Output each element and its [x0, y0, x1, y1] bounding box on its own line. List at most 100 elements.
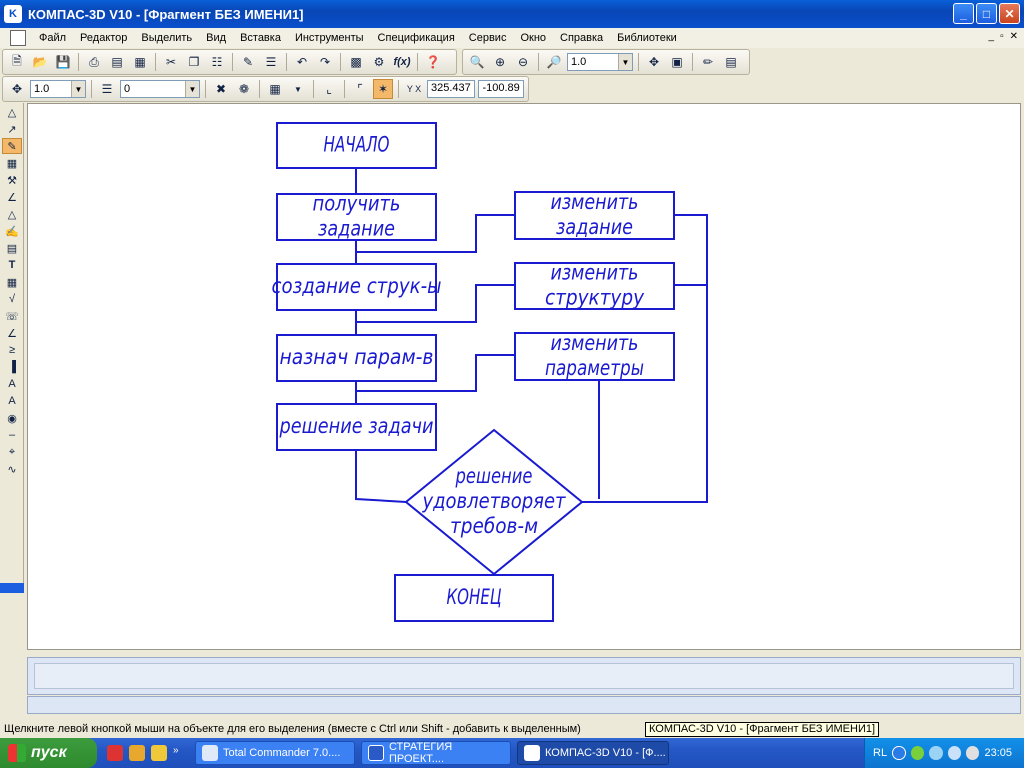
center-icon[interactable]: ⌖: [8, 445, 16, 458]
arrow-icon[interactable]: A: [8, 378, 16, 390]
menu-window[interactable]: Окно: [520, 32, 547, 44]
library-icon[interactable]: ⚙: [373, 55, 385, 69]
leader-icon[interactable]: ☏: [5, 310, 19, 323]
layer-combo[interactable]: 0 ▼: [120, 80, 200, 98]
node-box[interactable]: [514, 191, 675, 240]
menu-file[interactable]: Файл: [39, 32, 67, 44]
print-setup-icon[interactable]: ▦: [134, 55, 146, 69]
flowchart-node-create-structure[interactable]: создание струк-ы: [272, 263, 442, 311]
menu-insert[interactable]: Вставка: [240, 32, 281, 44]
magnet-icon[interactable]: ❁: [238, 82, 250, 96]
step-icon[interactable]: ✥: [11, 82, 23, 96]
table-icon[interactable]: T: [8, 259, 16, 271]
editing-icon[interactable]: ▦: [6, 157, 18, 170]
language-indicator[interactable]: RL: [873, 747, 888, 759]
save-icon[interactable]: 💾: [55, 55, 71, 69]
ortho-icon[interactable]: ⌜: [357, 82, 363, 96]
x-coordinate-field[interactable]: 325.437: [427, 80, 475, 98]
zoom-window-icon[interactable]: 🔍: [469, 55, 485, 69]
menu-service[interactable]: Сервис: [468, 32, 507, 44]
menu-libraries[interactable]: Библиотеки: [617, 32, 677, 44]
show-all-icon[interactable]: ▣: [671, 55, 683, 69]
menu-select[interactable]: Выделить: [141, 32, 193, 44]
section-icon[interactable]: A: [8, 395, 16, 407]
node-box[interactable]: [276, 403, 437, 451]
refresh-icon[interactable]: ✏: [702, 55, 714, 69]
flowchart-node-assign-params[interactable]: назнач парам-в: [276, 334, 437, 382]
zoom-out-icon[interactable]: ⊖: [517, 55, 529, 69]
properties-icon[interactable]: ☰: [265, 55, 277, 69]
y-coordinate-field[interactable]: -100.89: [477, 80, 524, 98]
break-icon[interactable]: –: [8, 429, 16, 441]
dimensions-icon[interactable]: ↗: [7, 123, 17, 136]
geometry-icon[interactable]: △: [7, 106, 17, 119]
mdi-close-button[interactable]: ✕: [1009, 31, 1018, 42]
close-button[interactable]: ✕: [999, 3, 1020, 24]
app-shortcut-icon[interactable]: [129, 745, 145, 761]
select-icon[interactable]: △: [7, 208, 17, 221]
notation-icon[interactable]: ✎: [2, 138, 22, 154]
menu-view[interactable]: Вид: [206, 32, 227, 44]
parametrization-icon[interactable]: ⚒: [7, 174, 17, 187]
menu-editor[interactable]: Редактор: [80, 32, 128, 44]
app-icon[interactable]: K: [4, 5, 22, 23]
position-icon[interactable]: ∠: [7, 327, 17, 340]
snap-icon[interactable]: ✖: [215, 82, 227, 96]
redo-icon[interactable]: ↷: [319, 55, 331, 69]
node-box[interactable]: [394, 574, 554, 622]
node-box[interactable]: [514, 262, 675, 310]
zoom-combo[interactable]: 1.0 ▼: [567, 53, 633, 71]
spec-icon[interactable]: ✍: [5, 225, 19, 238]
volume-icon[interactable]: [966, 746, 980, 760]
roughness-icon[interactable]: ▦: [6, 276, 18, 289]
axis-icon[interactable]: ◉: [7, 412, 17, 425]
layers-icon[interactable]: ☰: [101, 82, 113, 96]
chevron-down-icon[interactable]: ▼: [618, 54, 632, 70]
flowchart-node-end[interactable]: КОНЕЦ: [394, 574, 554, 622]
flowchart-node-solve[interactable]: решение задачи: [276, 403, 437, 451]
maximize-button[interactable]: □: [976, 3, 997, 24]
flowchart-node-start[interactable]: НАЧАЛО: [276, 122, 437, 169]
mdi-minimize-button[interactable]: _: [988, 31, 995, 42]
text-icon[interactable]: ▤: [6, 242, 18, 255]
mark-icon[interactable]: ≥: [8, 344, 16, 356]
preview-icon[interactable]: ▤: [111, 55, 123, 69]
shortcut-icon[interactable]: [151, 745, 167, 761]
cut-icon[interactable]: ✂: [165, 55, 177, 69]
format-brush-icon[interactable]: ✎: [242, 55, 254, 69]
menu-tools[interactable]: Инструменты: [294, 32, 364, 44]
chevron-down-icon[interactable]: ▼: [71, 81, 85, 97]
level-icon[interactable]: ▐: [8, 361, 16, 373]
menu-help[interactable]: Справка: [560, 32, 604, 44]
round-icon[interactable]: ✶: [373, 79, 393, 99]
grid-icon[interactable]: ▦: [269, 82, 281, 96]
measure-icon[interactable]: ∠: [7, 191, 17, 204]
undo-icon[interactable]: ↶: [296, 55, 308, 69]
start-button[interactable]: пуск: [0, 738, 97, 768]
paste-icon[interactable]: ☷: [211, 55, 223, 69]
help-icon[interactable]: ❓: [425, 55, 441, 69]
title-bar[interactable]: K КОМПАС-3D V10 - [Фрагмент БЕЗ ИМЕНИ1] …: [0, 0, 1024, 28]
connection-icon[interactable]: [929, 746, 943, 760]
document-icon[interactable]: [10, 30, 26, 46]
opera-icon[interactable]: [107, 745, 123, 761]
base-icon[interactable]: √: [8, 293, 16, 305]
mdi-restore-button[interactable]: ▫: [1000, 31, 1004, 42]
chevron-down-icon[interactable]: ▼: [294, 84, 302, 94]
menu-specification[interactable]: Спецификация: [377, 32, 455, 44]
print-icon[interactable]: ⎙: [89, 54, 99, 69]
chevron-down-icon[interactable]: ▼: [185, 81, 199, 97]
node-box[interactable]: [276, 263, 437, 311]
step-combo[interactable]: 1.0 ▼: [30, 80, 86, 98]
fx-icon[interactable]: f(x): [393, 56, 411, 68]
pan-icon[interactable]: ✥: [648, 55, 660, 69]
task-total-commander[interactable]: Total Commander 7.0....: [195, 741, 355, 765]
manager-icon[interactable]: ▩: [350, 55, 362, 69]
chevron-right-icon[interactable]: »: [173, 745, 179, 756]
network-icon[interactable]: [892, 746, 906, 760]
copy-icon[interactable]: ❐: [188, 55, 200, 69]
